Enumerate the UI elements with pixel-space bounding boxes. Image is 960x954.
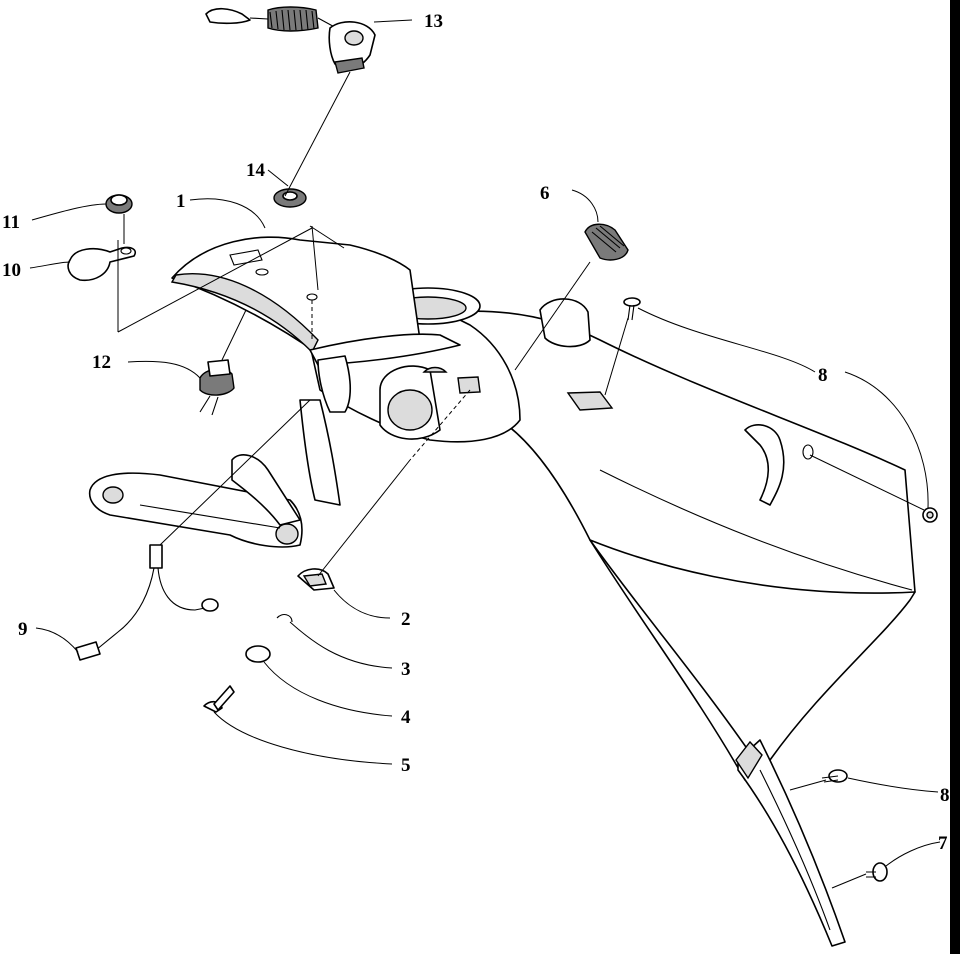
callout-8-upper: 8 — [818, 365, 828, 386]
tether-cord-part-13 — [205, 6, 376, 74]
callout-5: 5 — [401, 755, 411, 776]
callout-11: 11 — [2, 212, 20, 233]
callout-13: 13 — [424, 11, 443, 32]
switch-part-12 — [199, 359, 235, 416]
callout-14: 14 — [246, 160, 266, 181]
callout-1: 1 — [176, 191, 186, 212]
cap-part-11 — [105, 194, 133, 214]
screw-part-8-lower — [821, 769, 848, 783]
callout-6: 6 — [540, 183, 550, 204]
callout-8-lower: 8 — [940, 785, 950, 806]
callout-7: 7 — [938, 833, 948, 854]
screw-part-8-upper — [623, 297, 641, 321]
seat-top-plate — [170, 236, 461, 413]
callout-2: 2 — [401, 609, 411, 630]
cap-strap-part-10 — [67, 246, 137, 282]
lower-bracket — [88, 399, 341, 548]
callout-9: 9 — [18, 619, 28, 640]
leader-lines — [29, 19, 941, 889]
callout-labels: 13 14 1 11 10 12 12 6 8 2 3 4 5 9 8 7 — [2, 11, 950, 854]
lock-washer-part-3 — [276, 613, 293, 623]
bolt-part-5 — [203, 685, 235, 713]
callout-3: 3 — [401, 659, 411, 680]
wire-harness-part-9 — [75, 544, 219, 661]
pad-part-6 — [584, 223, 629, 261]
page-edge-bar — [950, 0, 960, 954]
rivet-part-7 — [866, 862, 888, 882]
callout-10: 10 — [2, 260, 21, 281]
callout-4: 4 — [401, 707, 411, 728]
nut-part-14 — [273, 188, 307, 208]
clip-part-8-right — [922, 507, 938, 523]
clip-nut-part-2 — [297, 568, 335, 591]
rear-fender-body — [309, 287, 916, 947]
flat-washer-part-4 — [245, 645, 271, 663]
callout-12-label: 12 — [92, 352, 111, 373]
